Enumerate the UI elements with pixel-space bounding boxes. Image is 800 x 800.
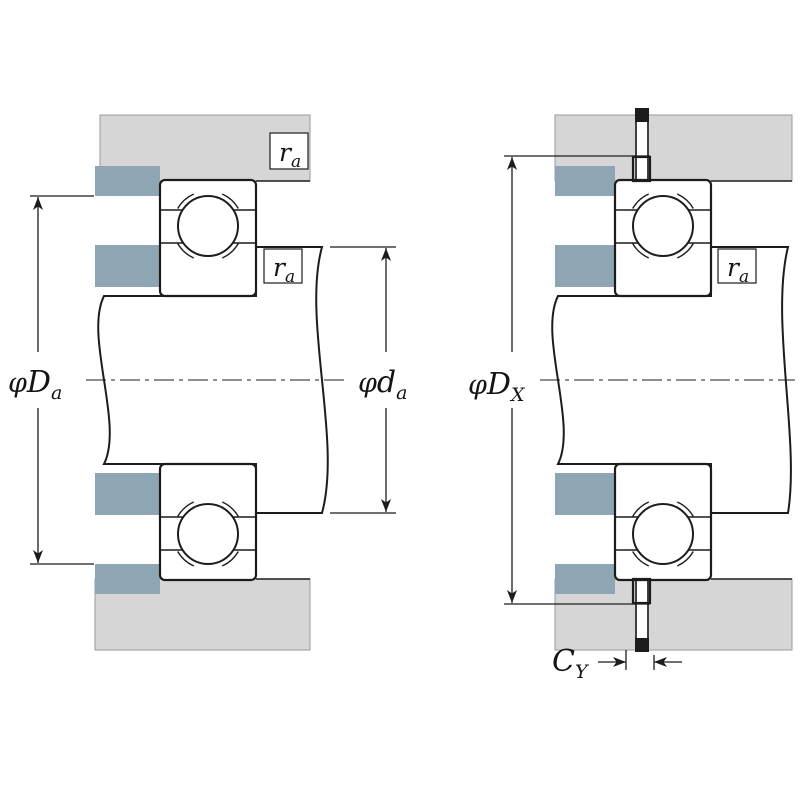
left-bearing-view: ra ra φDa φda xyxy=(8,114,407,651)
snap-ring-lug xyxy=(635,108,649,122)
dimension-phi-da: φda xyxy=(330,246,407,514)
housing-seat-surface xyxy=(95,166,160,196)
snap-ring-lug xyxy=(635,638,649,652)
ball xyxy=(632,195,694,257)
dimension-phi-Da: φDa xyxy=(8,195,94,565)
shaft xyxy=(97,246,329,514)
housing-seat-surface xyxy=(555,166,615,196)
fillet-label-text: ra xyxy=(279,138,301,172)
snap-ring xyxy=(631,155,652,183)
shaft-seat-surface xyxy=(95,245,160,287)
snap-ring-groove xyxy=(637,579,647,645)
shaft-seat-surface xyxy=(95,473,160,515)
right-bearing-view: ra φDX CY xyxy=(468,108,795,683)
housing-seat-surface xyxy=(555,564,615,594)
dimension-phi-DX: φDX xyxy=(468,155,650,605)
shaft-fillet-label: ra xyxy=(717,248,757,287)
dim-label-phi-da: φda xyxy=(358,365,407,404)
dimension-CY: CY xyxy=(552,644,682,683)
fillet-label-text: ra xyxy=(273,253,295,287)
ball xyxy=(632,503,694,565)
dim-label-phi-Da: φDa xyxy=(8,365,62,404)
shaft-fillet-label: ra xyxy=(263,248,303,287)
housing-seat-surface xyxy=(95,564,160,594)
dim-label-phi-DX: φDX xyxy=(468,367,526,406)
shaft xyxy=(551,246,792,514)
ball xyxy=(177,195,239,257)
housing-fillet-label: ra xyxy=(269,132,309,172)
snap-ring xyxy=(631,577,652,605)
snap-ring-groove xyxy=(637,115,647,181)
shaft-seat-surface xyxy=(555,245,615,287)
dim-label-CY: CY xyxy=(552,644,590,683)
fillet-label-text: ra xyxy=(727,253,749,287)
shaft-seat-surface xyxy=(555,473,615,515)
ball xyxy=(177,503,239,565)
